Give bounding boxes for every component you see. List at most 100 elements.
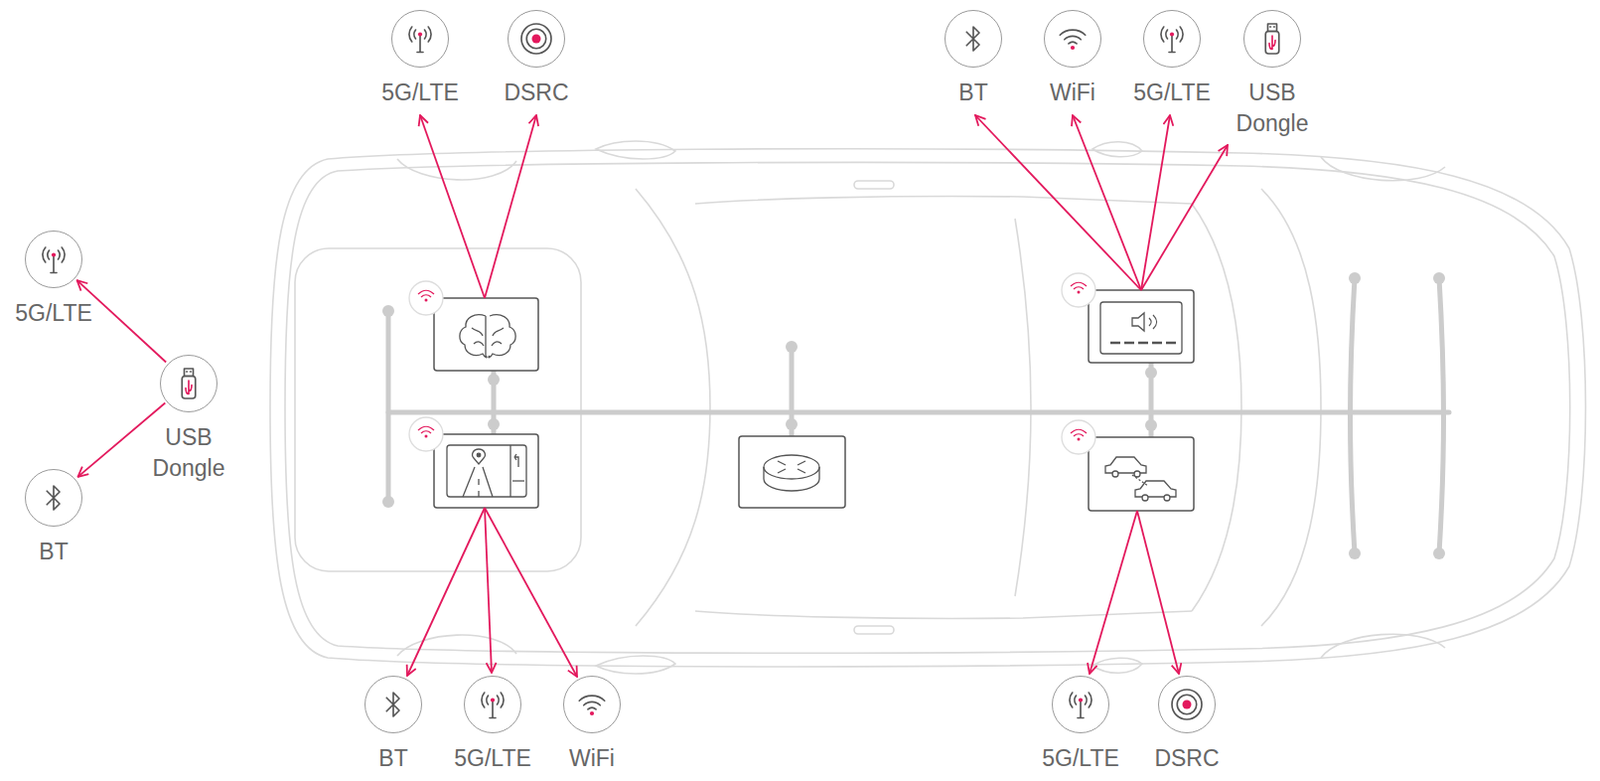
ecu-boxes-part	[434, 434, 539, 508]
car-outline-part	[1092, 657, 1143, 673]
bt-icon-part	[386, 692, 400, 717]
bt-icon	[35, 479, 72, 516]
dsrc-icon	[518, 20, 555, 57]
router-icon-part	[763, 454, 820, 479]
usb-icon-part	[1265, 30, 1280, 54]
interface-circle	[507, 9, 566, 68]
wifi-badges-part-part	[425, 298, 429, 302]
dsrc-icon-part	[521, 23, 552, 54]
radio-interface-node: BT	[363, 675, 424, 774]
bus-wires-part	[1439, 278, 1445, 554]
dsrc-icon	[1168, 686, 1205, 723]
wifi-badges-part-part	[1077, 290, 1081, 294]
car-outline-part	[270, 148, 1587, 667]
radio-interface-node: BT	[943, 9, 1004, 109]
interface-label: WiFi	[1049, 77, 1096, 109]
cell-icon-part	[50, 256, 57, 274]
wifi-badges-part-part	[418, 426, 435, 434]
interface-circle	[24, 230, 83, 289]
usb-icon	[1254, 20, 1291, 57]
dsrc-icon-part	[526, 28, 547, 49]
interface-circle	[1143, 9, 1201, 68]
radio-interface-node: 5G/LTE	[10, 230, 97, 329]
car-outline-part	[695, 610, 1192, 619]
cell-icon-part	[1078, 697, 1083, 702]
bt-icon-part	[46, 485, 60, 510]
interface-label: 5G/LTE	[14, 297, 93, 329]
car-outline-part	[1320, 633, 1446, 658]
v2x-icon-part	[1132, 474, 1149, 486]
interface-circle	[1043, 9, 1102, 68]
cell-icon	[35, 241, 72, 278]
interface-circle	[364, 675, 423, 733]
car-outline-part	[595, 141, 676, 159]
infotainment-icon-part	[1149, 314, 1158, 329]
interface-label: 5G/LTE	[1133, 77, 1211, 109]
cell-icon-part	[418, 31, 423, 36]
interface-circle	[391, 9, 449, 68]
cell-icon-part	[1069, 692, 1092, 708]
cell-icon	[402, 20, 438, 57]
interface-circle	[24, 468, 83, 527]
wifi-icon-part	[1070, 44, 1075, 49]
radio-arrows-part	[1089, 510, 1138, 674]
car-outline-part	[1191, 203, 1242, 611]
interface-circle	[944, 9, 1003, 68]
radio-interface-node: BT	[23, 468, 84, 568]
wifi-badges-part-part	[1070, 282, 1087, 290]
radio-interface-node: DSRC	[499, 9, 574, 109]
cell-icon-part	[1161, 26, 1183, 42]
radio-interface-node: WiFi	[562, 675, 622, 774]
v2x-icon	[1105, 456, 1176, 501]
interface-label: 5G/LTE	[381, 77, 459, 109]
bus-wires-part	[386, 310, 392, 502]
wifi-badges-part-part	[418, 290, 435, 297]
bus-dots-part	[487, 418, 500, 431]
car-outline-part	[397, 634, 517, 656]
cell-icon-part	[51, 252, 56, 257]
wifi-badges-part-part	[1061, 273, 1096, 307]
car-outline-part	[854, 180, 894, 189]
cell-icon-part	[489, 701, 496, 719]
usb-icon-part	[186, 370, 192, 373]
navigation-icon-part	[462, 466, 493, 497]
bt-icon-part	[966, 26, 980, 51]
interface-label: BT	[38, 536, 68, 568]
navigation-icon-part	[514, 453, 519, 467]
usb-icon-part	[1268, 23, 1278, 32]
interface-label: BT	[958, 77, 988, 109]
bus-dots-part	[785, 340, 798, 353]
infotainment-icon-part	[1110, 341, 1176, 345]
usb-icon-part	[184, 368, 194, 377]
bus-wires	[388, 278, 1450, 554]
interface-circle	[463, 675, 522, 733]
ecu-boxes-part	[1088, 290, 1194, 363]
radio-interface-node: 5G/LTE	[377, 9, 463, 109]
cell-icon-part	[409, 26, 432, 42]
navigation-icon-part	[446, 444, 527, 497]
navigation-icon-part	[476, 452, 481, 457]
car-outline-part	[1015, 218, 1031, 596]
dsrc-icon-part	[1182, 699, 1192, 709]
radio-arrows-part	[1137, 510, 1179, 674]
radio-arrows	[407, 115, 1228, 677]
radio-arrows-part	[420, 115, 485, 298]
radio-arrows-part	[975, 115, 1142, 291]
usb-icon-part	[181, 375, 196, 399]
dsrc-icon-part	[532, 33, 542, 43]
radio-interface-node: USB Dongle	[1220, 9, 1324, 140]
cell-icon	[474, 686, 511, 723]
v2x-icon-part	[1142, 494, 1149, 501]
wifi-badges-part	[409, 273, 1096, 454]
radio-interface-node: DSRC	[1150, 675, 1224, 774]
car-outline-part	[1320, 156, 1446, 181]
interface-label: WiFi	[569, 742, 615, 774]
bus-dots-part	[1348, 272, 1361, 285]
ecu-boxes-part	[738, 436, 846, 508]
bus-dots-part	[1433, 272, 1446, 285]
bus-dots-part	[1145, 366, 1158, 379]
usb-icon	[170, 365, 207, 402]
